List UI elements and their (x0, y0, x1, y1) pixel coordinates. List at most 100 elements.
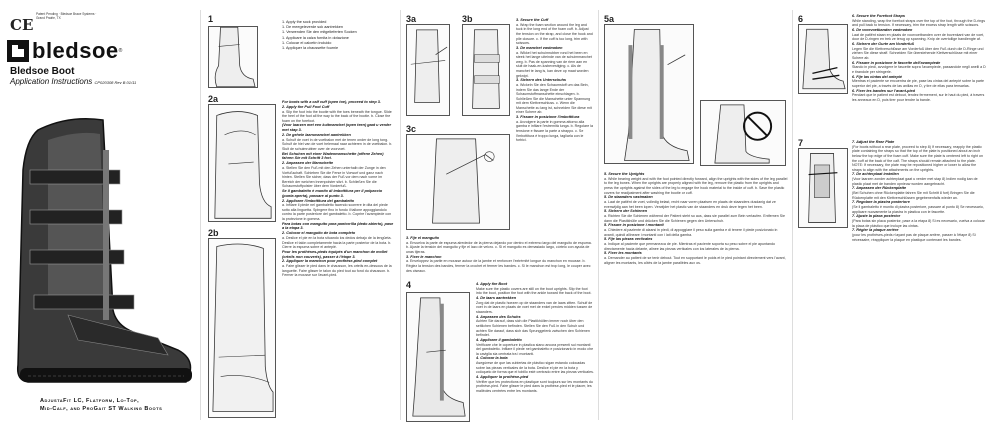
step-3-text: 3. Secure the Cuff a. Wrap the foam sect… (516, 18, 594, 240)
step-7-text: 7. Adjust the Rear Plate (For boots with… (852, 140, 986, 422)
step-7-heading-de: 7. Anpassen der Rückenplatte (852, 186, 907, 191)
ce-mark: CE (10, 16, 34, 34)
step-7-heading-es: 7. Ajuste la placa posterior (852, 214, 901, 219)
step-2-heading-en: 2. Apply the Pull Foot Cuff (282, 104, 330, 109)
step-7-body-it: (Se il gambaletto è munito di piastra po… (852, 205, 984, 214)
step-5-body-en: a. While bearing weight and with the foo… (604, 176, 788, 195)
step-5-body-nl: a. Laat de patiënt de voet, volledig bel… (604, 199, 776, 209)
step-3-body-es: a. Envuelva la parte de espuma alrededor… (406, 240, 592, 254)
step-5-heading-it: 5. Fissare in posizione i montanti (604, 223, 664, 228)
step-2-body-en: a. Slip the foot into the bootie with th… (282, 109, 392, 123)
step-7-body-en: (For boots without a rear plate, proceed… (852, 144, 983, 172)
step-4-heading-en: 4. Apply the Boot (476, 282, 508, 286)
step-6-text: 6. Secure the Forefoot Straps While stan… (852, 14, 986, 132)
step-4-body-en: Make sure the plastic covers are still o… (476, 286, 592, 296)
step-4-body-it: Verificare che le coperture in plastica … (476, 342, 594, 356)
step-7-body-fr: (pour les prothèses-pieds n'ayant pas de… (852, 233, 976, 242)
step-3c-illustration (406, 134, 510, 230)
page-title: Bledsoe Boot (10, 66, 75, 77)
step-5-text: 5. Secure the Uprights a. While bearing … (604, 172, 788, 422)
step-number-4: 4 (406, 280, 412, 290)
step-1-it: 1. Applicare la calza fornita in dotazio… (282, 35, 349, 40)
step-2-note-nl: (Voor laarzen met een kuitmanchet (open … (282, 123, 392, 133)
step-2-heading-nl: 2. De gehele laarsmanchet aantrekken (282, 132, 351, 137)
step-5-heading-en: 5. Secure the Uprights (604, 172, 645, 176)
product-list: AdjustaFit LC, Flatform, Lo-Top, Mid-Cal… (40, 397, 200, 413)
step-1-list: 1. Apply the sock provided 1. De meegele… (282, 20, 392, 51)
step-7-illustration (798, 148, 848, 228)
step-number-2b: 2b (208, 228, 219, 238)
step-6-body-fr: Pendant que le patient est debout, tende… (852, 93, 985, 102)
step-2-note-en: For boots with a calf cuff (open toe), p… (282, 100, 381, 104)
step-7-heading-fr: 7. Régler la plaque arrière (852, 228, 899, 233)
step-number-5a: 5a (604, 14, 615, 24)
step-number-6: 6 (798, 14, 804, 24)
step-3-body-en: a. Wrap the foam section around the leg … (516, 22, 593, 46)
step-6-body-es: Mientras el paciente se encuentra de pie… (852, 79, 985, 88)
column-steps-3-4: 3a 3b 3c 3. Secure the Cuff a. Wrap the … (402, 0, 598, 428)
step-number-3a: 3a (406, 14, 417, 24)
step-7-body-nl: (Voor laarzen zonder achterplaat gaat u … (852, 177, 978, 186)
step-3-text-cont: 3. Fije el manguito a. Envuelva la parte… (406, 236, 594, 276)
step-4-heading-de: 4. Anpassen des Schuhs (476, 314, 521, 319)
step-6-heading-en: 6. Secure the Forefoot Straps (852, 14, 905, 18)
column-steps-1-2: 1 1. Apply the sock provided 1. De meege… (202, 0, 400, 428)
step-4-body-es: Asegúrese de que las cubiertas de plásti… (476, 361, 594, 375)
step-3a-illustration (406, 24, 450, 116)
step-6-body-de: Legen Sie die Klettverschlüsse am Vorder… (852, 46, 984, 60)
step-4-body-fr: Vérifier que les protections en plastiqu… (476, 379, 593, 393)
step-2-note-de: Bei Schuhen mit einer Wadenmanschette (o… (282, 151, 384, 161)
step-6-body-it: Stando in piedi, avvolgere le fascette s… (852, 65, 986, 74)
step-2-heading-de: 2. Anpassen der Manschette (282, 161, 334, 166)
step-3-heading-it: 3. Fissare in posizione l'imbottitura (516, 115, 580, 120)
step-7-heading-nl: 7. De achterplaat instellen (852, 172, 899, 177)
step-4-heading-nl: 4. De laars aantrekken (476, 295, 517, 300)
step-2-body-de: a. Stellen Sie den Fuß mit den Zehen unt… (282, 165, 386, 189)
step-5-heading-nl: 5. De staanders vastmaken (604, 195, 653, 200)
step-6-heading-fr: 6. Fixer les bandes sur l'avant-pied (852, 88, 915, 93)
step-6-body-nl: Laat de patiënt staan en plaats de voorv… (852, 32, 985, 42)
step-6-body-en: While standing, wrap the forefoot straps… (852, 18, 986, 28)
step-1-illustration (208, 26, 258, 88)
step-3-body-de: a. Wickeln Sie den Schaumstoff um das Be… (516, 82, 592, 115)
step-6-heading-es: 6. Fije las cintas del antepié (852, 74, 903, 79)
step-7-body-de: (Bei Schuhen ohne Rückenplatte fahren Si… (852, 191, 975, 200)
step-2-body-nl: a. Schuif de voet in de voetbalon met de… (282, 137, 393, 151)
step-4-heading-es: 4. Colocar la bota (476, 356, 508, 361)
logo-icon (7, 40, 29, 62)
step-7-heading-it: 7. Regolare la piastra posteriore (852, 200, 910, 205)
step-5-heading-fr: 5. Fixer les montants (604, 251, 642, 256)
step-5b-illustration (700, 100, 786, 166)
step-3b-illustration (462, 24, 510, 116)
fine-print: Patent Pending · Bledsoe Brace Systems ·… (36, 12, 97, 20)
step-5-body-it: a. Chiedere al paziente di alzarsi in pi… (604, 227, 778, 237)
step-4-body-nl: Zorg dat de plastic hoezen op de staande… (476, 300, 593, 314)
step-3-heading-en: 3. Secure the Cuff (516, 18, 549, 22)
product-line-2: Mid-Calf, and ProGait ST Walking Boots (40, 406, 163, 412)
step-6-heading-de: 6. Sichern der Gurte am Vorderfuß (852, 41, 914, 46)
step-number-3b: 3b (462, 14, 473, 24)
step-7-body-es: (Para botas sin placa posterior, pase a … (852, 219, 985, 228)
instructions-label: Application Instructions (10, 77, 93, 86)
step-4-heading-it: 4. Applicare il gambaletto (476, 337, 522, 342)
column-steps-6-7: 6 6. Secure the Forefoot Straps While st… (794, 0, 990, 428)
step-5-heading-es: 5. Fije las piezas verticales (604, 237, 653, 242)
column-step-5: 5a 5b 5. Secure the Uprights a. While be… (600, 0, 792, 428)
step-3-body-it: a. Avvolgere la parte in gomma attorno a… (516, 119, 593, 143)
step-2-note-it: Se il gambaletto è munito di imbottitura… (282, 188, 383, 198)
step-4-heading-fr: 4. Appliquer la prothèse-pied (476, 374, 529, 379)
brand-name: bledsoe (32, 38, 119, 63)
step-5a-illustration (604, 24, 694, 164)
step-3-heading-es: 3. Fije el manguito (406, 236, 440, 240)
step-5-body-fr: a. Demander au patient de se tenir debou… (604, 255, 786, 265)
step-2b-illustration (208, 238, 276, 418)
step-3-body-fr: a. Enveloppez la partie en mousse autour… (406, 259, 591, 273)
subtitle: Application Instructions CP020308 Rev B … (10, 77, 136, 86)
step-1-de: 1. Verwenden Sie den mitgelieferten Sock… (282, 30, 357, 35)
step-2-note-es: Para botas con manguito para pantorrilla… (282, 221, 394, 231)
step-2-note-fr: Pour les prothèses-pieds équipés d'un ma… (282, 249, 388, 259)
column-divider (792, 10, 793, 420)
step-2-text: For boots with a calf cuff (open toe), p… (282, 100, 394, 422)
step-2-heading-fr: 2. Appliquer la manchon pour prothèse-pi… (282, 259, 378, 264)
